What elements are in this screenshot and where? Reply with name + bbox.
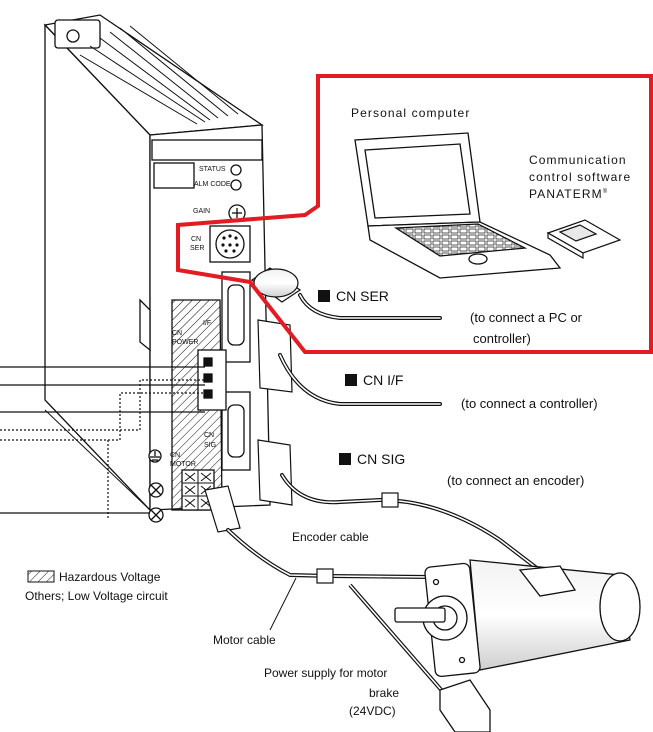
- cn-ser-desc-1: (to connect a PC or: [470, 310, 582, 325]
- cn-ser-desc-2: controller): [473, 331, 531, 346]
- legend-low-voltage: Others; Low Voltage circuit: [25, 589, 168, 603]
- gain-label: GAIN: [193, 208, 211, 215]
- alm-code-label: ALM CODE: [194, 181, 231, 188]
- cn-ser-panel-label-2: SER: [190, 245, 205, 252]
- cn-sig-panel-label-1: CN: [204, 432, 215, 439]
- cn-sig-title: CN SIG: [339, 451, 405, 467]
- encoder-cable-label: Encoder cable: [292, 530, 369, 544]
- servo-driver: [43, 14, 271, 523]
- legend-hazard: Hazardous Voltage: [59, 570, 161, 584]
- software-label-1: Communication: [529, 153, 627, 167]
- brake-supply-label-1: Power supply for motor: [264, 666, 388, 680]
- brake-cable: [348, 583, 491, 732]
- cn-if-desc: (to connect a controller): [461, 396, 598, 411]
- cn-motor-panel-label-1: CN: [170, 452, 181, 459]
- cn-ser-panel-label-1: CN: [191, 236, 202, 243]
- motor-cable: [204, 485, 532, 631]
- cn-power-panel-label: POWER: [172, 339, 199, 346]
- software-label-3: PANATERM®: [529, 187, 609, 201]
- brake-supply-label-3: (24VDC): [349, 704, 396, 718]
- software-label-2: control software: [529, 170, 632, 184]
- motor-cable-label: Motor cable: [213, 633, 276, 647]
- cn-sig-panel-label-2: SIG: [204, 442, 217, 449]
- encoder-cable: [257, 439, 557, 584]
- cn-if-cable: [257, 319, 442, 406]
- servo-motor: [394, 559, 641, 678]
- status-label: STATUS: [199, 166, 226, 173]
- cn-if-panel-label-2: I/F: [203, 320, 212, 327]
- brake-supply-label-2: brake: [369, 686, 400, 700]
- cn-if-panel-label-1: CN: [172, 330, 183, 337]
- cn-sig-desc: (to connect an encoder): [447, 473, 585, 488]
- power-input-lines: [0, 366, 205, 520]
- laptop-icon: [354, 132, 562, 279]
- cn-ser-title: CN SER: [318, 288, 389, 304]
- cn-if-title: CN I/F: [345, 372, 403, 388]
- floppy-disk-icon: [546, 219, 622, 260]
- cn-ser-cable: [250, 267, 442, 320]
- cn-motor-panel-label-2: MOTOR: [170, 461, 196, 468]
- highlight-outline: [176, 74, 653, 354]
- pc-label: Personal computer: [351, 106, 471, 120]
- hazard-swatch: [27, 570, 55, 583]
